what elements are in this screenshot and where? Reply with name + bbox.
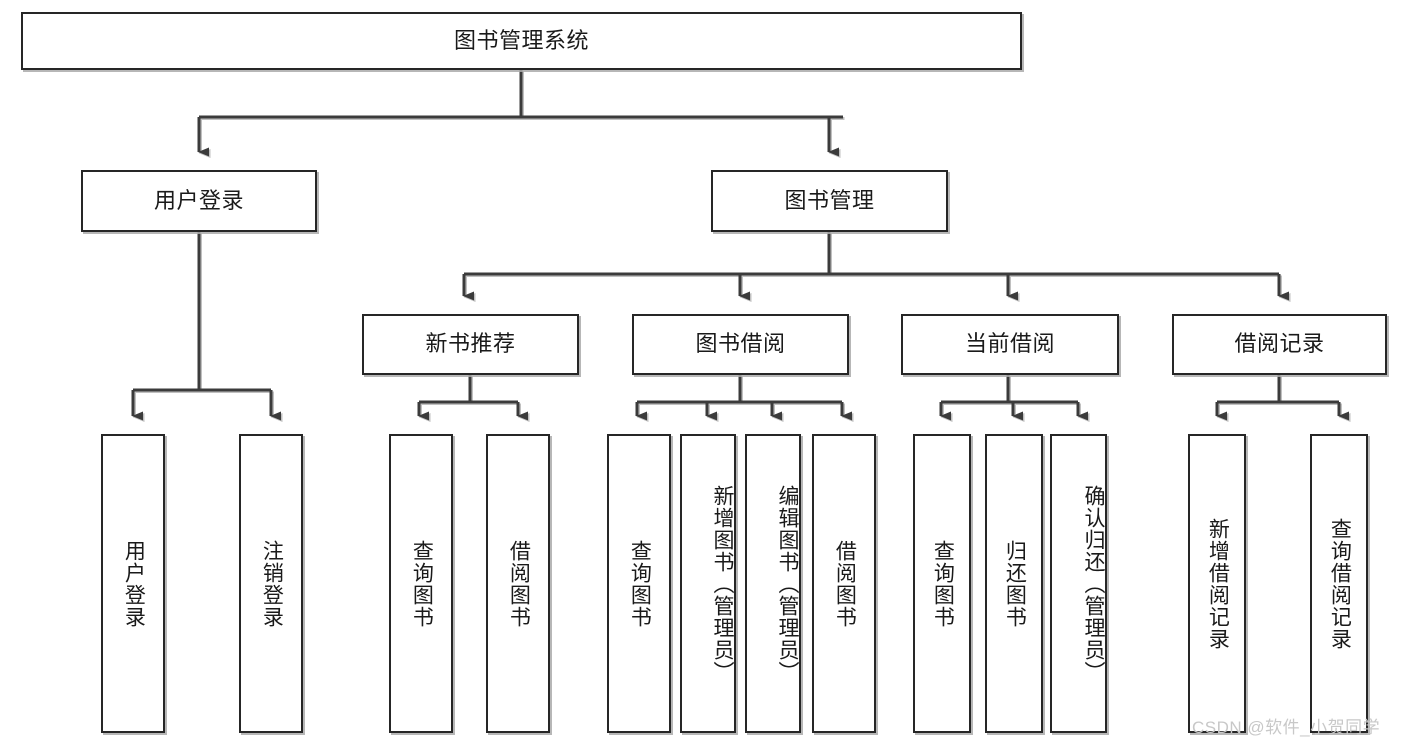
node-leaf-query-borrow-record[interactable]: 查询借阅记录 xyxy=(1310,434,1368,733)
node-leaf-return-book[interactable]: 归还图书 xyxy=(985,434,1043,733)
node-leaf-add-book-admin[interactable]: 新增图书（管理员） xyxy=(680,434,736,733)
node-leaf-query-book-2[interactable]: 查询图书 xyxy=(607,434,671,733)
node-leaf-borrow-book-1[interactable]: 借阅图书 xyxy=(486,434,550,733)
node-leaf-confirm-return-admin[interactable]: 确认归还（管理员） xyxy=(1050,434,1107,733)
node-book-borrow[interactable]: 图书借阅 xyxy=(632,314,849,375)
node-book-manage[interactable]: 图书管理 xyxy=(711,170,948,232)
node-leaf-edit-book-admin[interactable]: 编辑图书（管理员） xyxy=(745,434,801,733)
node-leaf-add-borrow-record[interactable]: 新增借阅记录 xyxy=(1188,434,1246,733)
node-new-book-recommend[interactable]: 新书推荐 xyxy=(362,314,579,375)
node-leaf-query-book-1[interactable]: 查询图书 xyxy=(389,434,453,733)
node-root[interactable]: 图书管理系统 xyxy=(21,12,1022,70)
node-leaf-user-login[interactable]: 用户登录 xyxy=(101,434,165,733)
node-leaf-user-logout[interactable]: 注销登录 xyxy=(239,434,303,733)
node-borrow-record[interactable]: 借阅记录 xyxy=(1172,314,1387,375)
node-current-borrow[interactable]: 当前借阅 xyxy=(901,314,1119,375)
node-user-login[interactable]: 用户登录 xyxy=(81,170,317,232)
node-leaf-query-book-3[interactable]: 查询图书 xyxy=(913,434,971,733)
node-leaf-borrow-book-2[interactable]: 借阅图书 xyxy=(812,434,876,733)
